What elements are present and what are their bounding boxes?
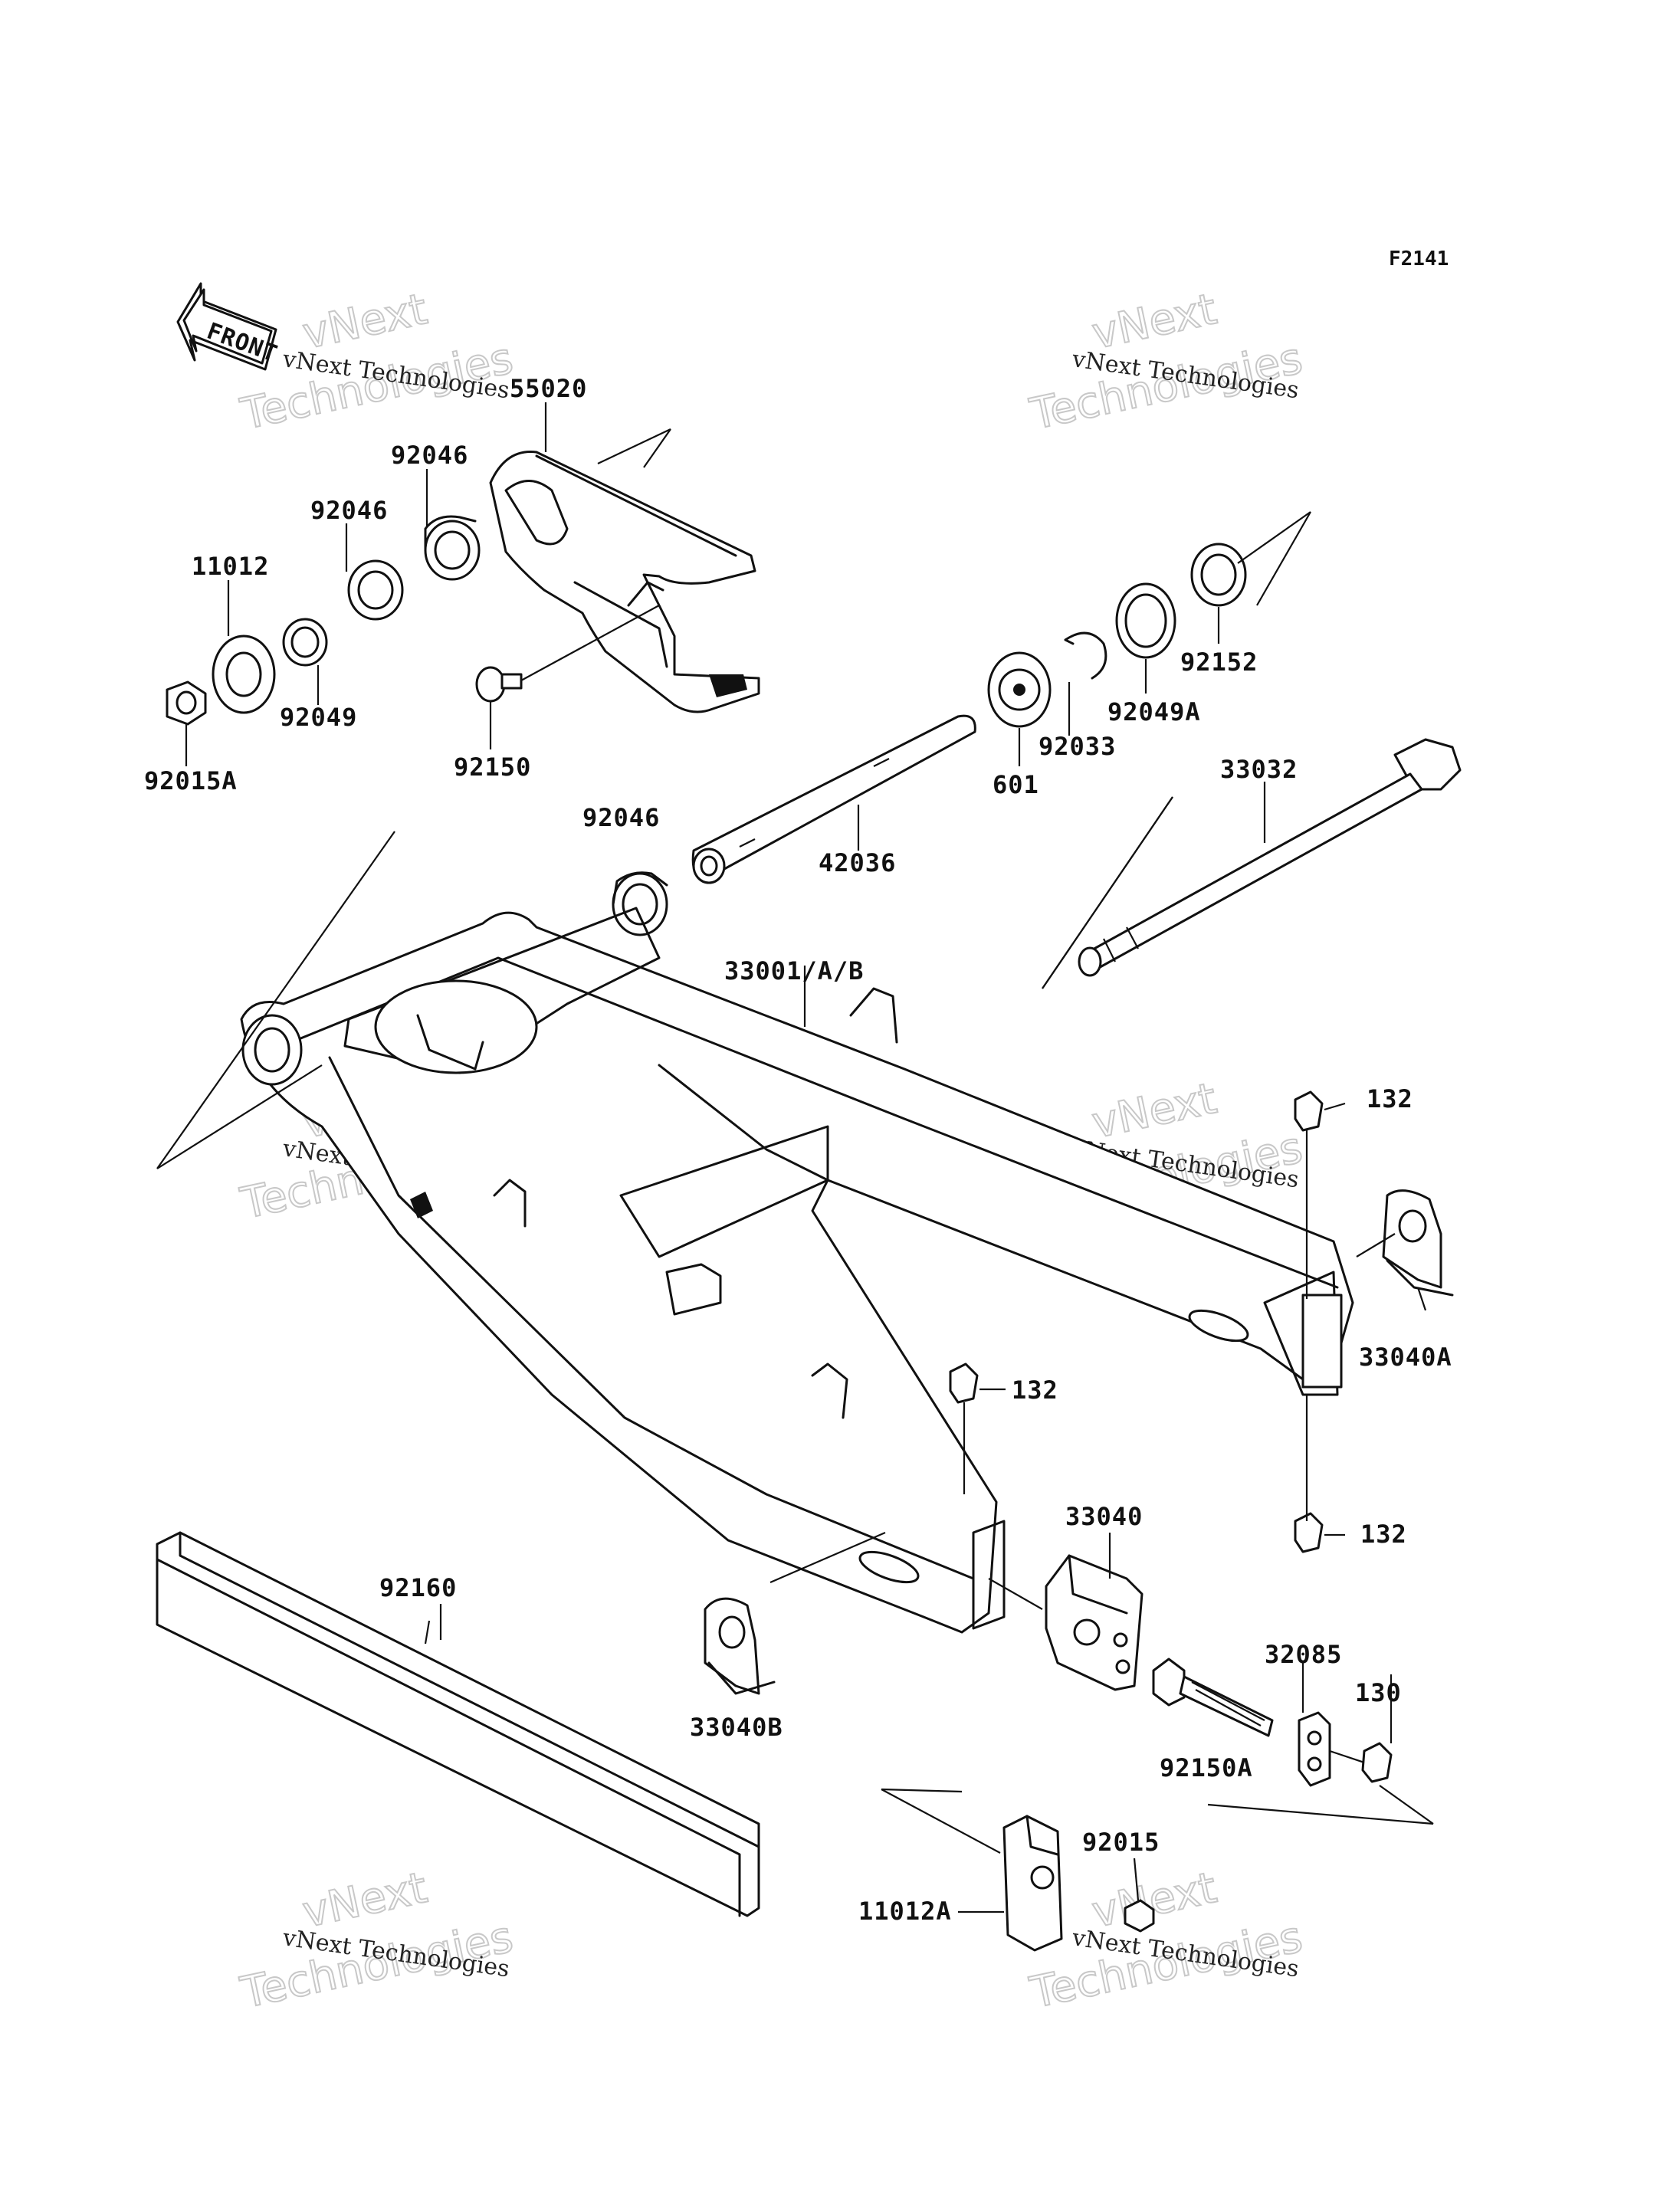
part-label-92046-a: 92046 [391,441,468,470]
part-labels: 55020 92046 92046 11012 92049 92015A 921… [144,374,1452,1926]
bearing-set-part [987,511,1311,728]
part-label-130: 130 [1355,1678,1402,1707]
part-label-92160: 92160 [379,1573,457,1602]
part-label-11012a: 11012A [858,1897,952,1926]
swingarm-part [156,831,1354,1634]
bolt-part [475,605,660,703]
watermark-big-7: vNext [1088,1074,1221,1149]
part-label-132-a: 132 [1367,1084,1413,1113]
watermark-big-3: vNext [1088,284,1221,359]
part-label-92046-b: 92046 [310,496,388,525]
part-label-33032: 33032 [1220,755,1298,784]
figure-code: F2141 [1389,248,1449,271]
part-label-33040: 33040 [1065,1502,1143,1531]
part-label-132-b: 132 [1012,1376,1058,1405]
part-label-92015: 92015 [1082,1828,1160,1857]
part-label-11012: 11012 [192,552,269,581]
part-label-92046-c: 92046 [582,803,660,832]
part-label-132-c: 132 [1360,1520,1407,1549]
bracket-a-part [1356,1189,1454,1311]
bracket-b-part [704,1531,886,1695]
front-arrow-icon: FRONT [176,282,281,371]
part-label-33040b: 33040B [690,1713,783,1742]
chain-slider-part [156,1531,760,1917]
pivot-shaft-part [691,714,976,884]
adjuster-plate-part [1207,1663,1434,1825]
chain-guide-part [489,428,760,713]
watermark-big-1: vNext [298,284,431,359]
part-label-92049a: 92049A [1107,697,1201,726]
pivot-bolt-part [1042,738,1462,989]
part-label-33001: 33001/A/B [724,956,864,985]
part-label-33040a: 33040A [1359,1343,1452,1372]
part-label-92033: 92033 [1039,732,1116,761]
needle-bearing-part [166,515,481,726]
part-label-42036: 42036 [819,848,896,877]
part-label-92049: 92049 [280,703,357,732]
bolt-132-group [949,1090,1346,1553]
part-label-92015a: 92015A [144,766,238,795]
part-label-601: 601 [993,770,1039,799]
needle-bearing-lower-part [612,871,668,936]
part-label-92150a: 92150A [1160,1753,1253,1782]
watermark-big-9: vNext [298,1863,431,1938]
adjuster-bolt-part [1152,1658,1274,1737]
chain-adjuster-part [988,1533,1144,1691]
part-label-55020: 55020 [510,374,587,403]
part-label-32085: 32085 [1265,1640,1342,1669]
part-label-92150: 92150 [454,753,531,782]
leader-lines [185,402,1393,1913]
chain-block-part [881,1788,1155,1952]
part-label-92152: 92152 [1180,648,1258,677]
watermark-big-11: vNext [1088,1863,1221,1938]
